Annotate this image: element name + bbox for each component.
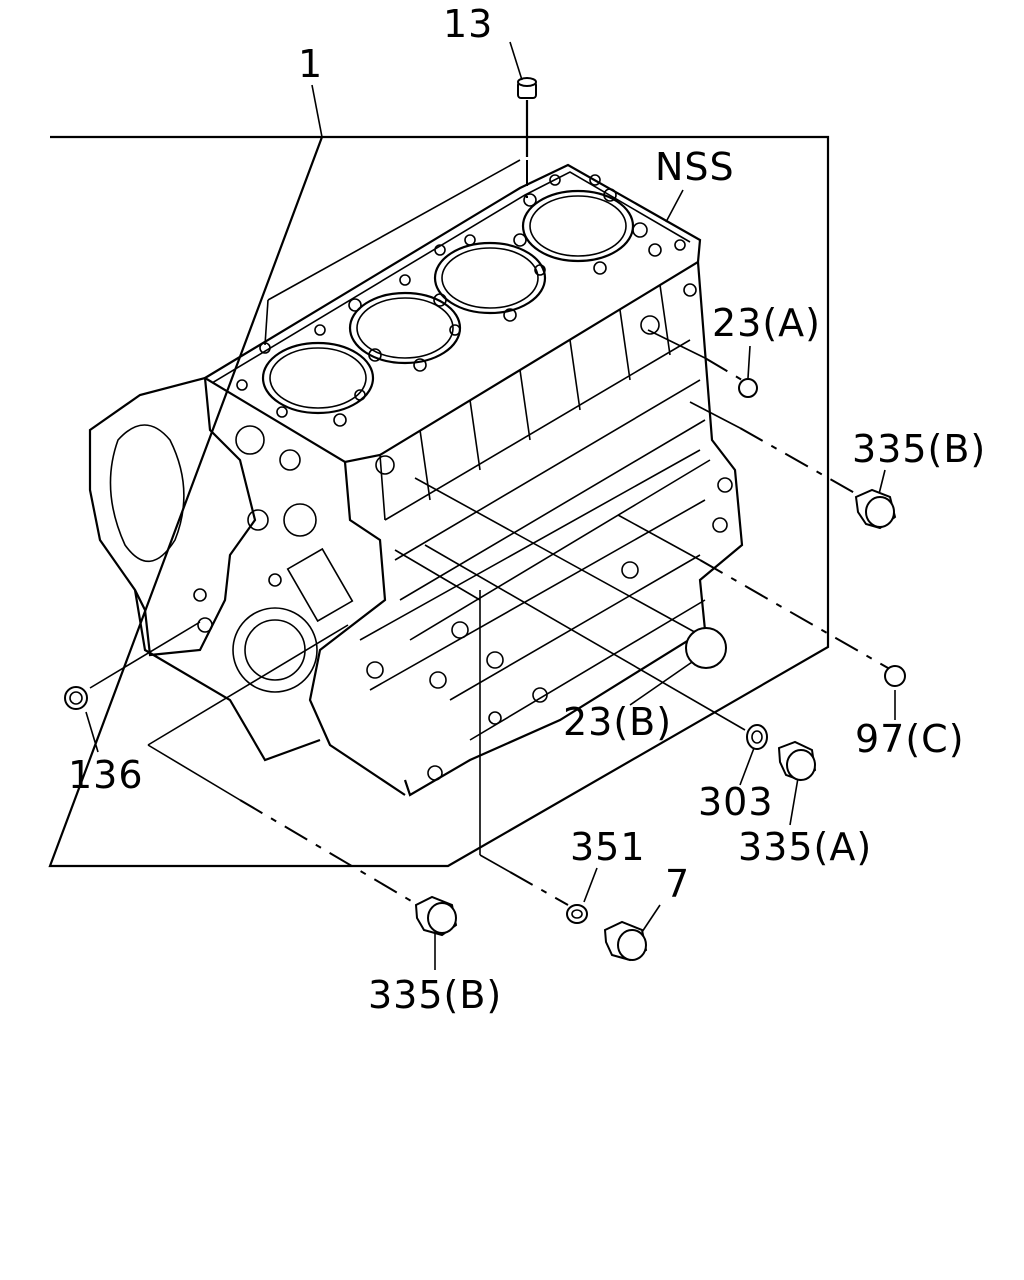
label-nss: NSS xyxy=(655,145,735,189)
label-plug-97c: 97(C) xyxy=(855,717,965,761)
plugs-and-gaskets xyxy=(64,378,906,962)
label-bolt-7: 7 xyxy=(665,862,690,906)
label-plug-136: 136 xyxy=(68,753,144,797)
label-gasket-351: 351 xyxy=(570,825,646,869)
label-plug-335a: 335(A) xyxy=(738,825,872,869)
label-plug-335b-right: 335(B) xyxy=(852,427,986,471)
label-assembly: 1 xyxy=(298,42,323,86)
label-gasket-303: 303 xyxy=(698,780,774,824)
label-plug-23a: 23(A) xyxy=(712,301,821,345)
label-dowel: 13 xyxy=(443,2,493,46)
dowel-pin-13 xyxy=(509,41,537,198)
label-plug-335b-bottom: 335(B) xyxy=(368,973,502,1017)
cylinder-bores xyxy=(236,174,686,427)
explosion-lines xyxy=(89,159,889,906)
callouts: 1 13 NSS 23(A) 335(B) 97(C) 23(B) 303 33… xyxy=(68,2,986,1017)
label-plug-23b: 23(B) xyxy=(563,700,672,744)
